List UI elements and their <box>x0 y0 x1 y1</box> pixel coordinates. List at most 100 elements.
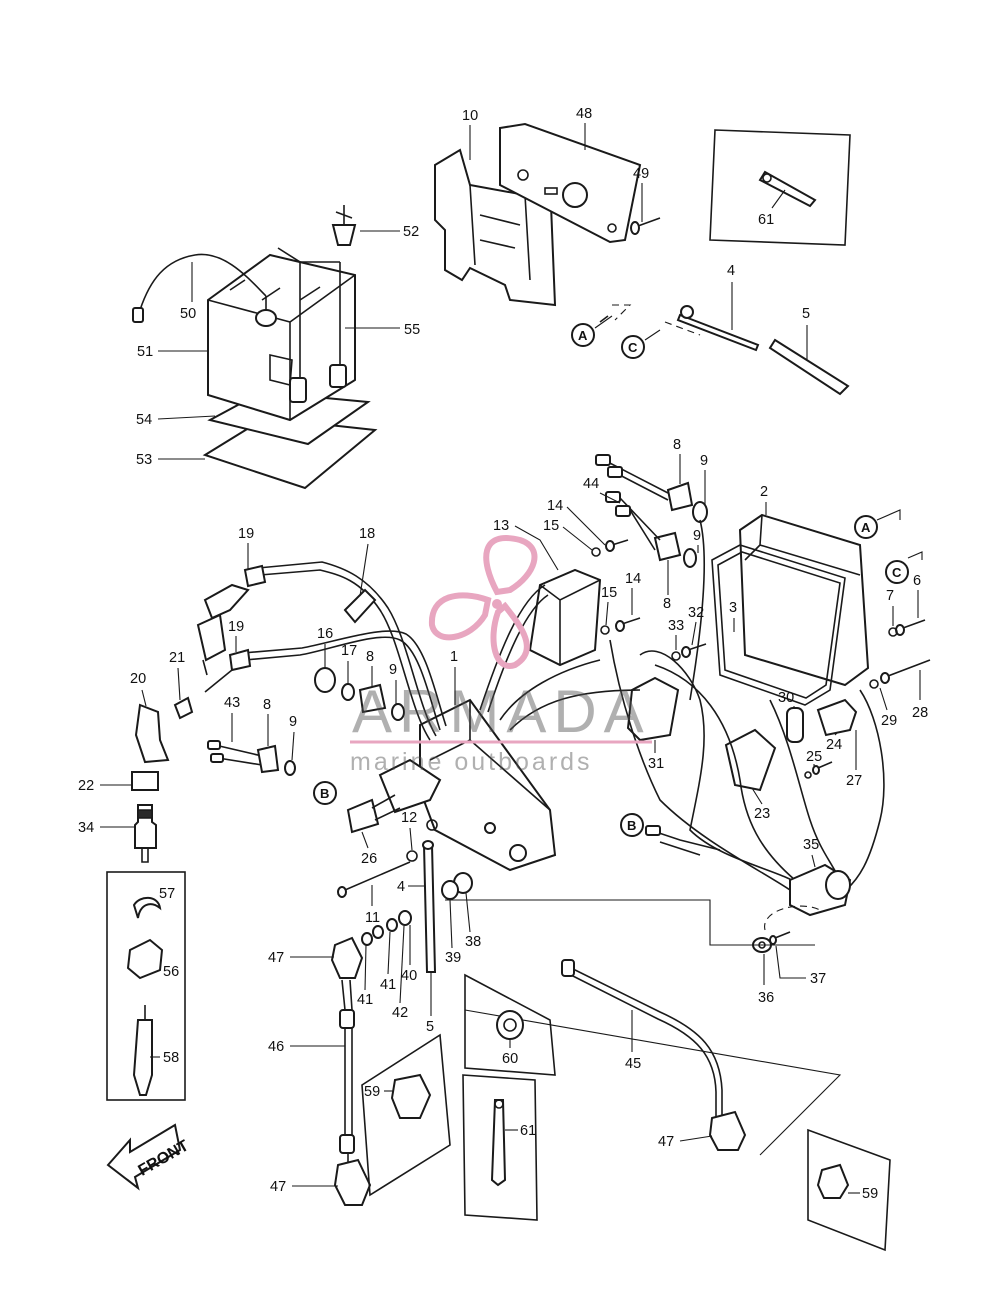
callout-9: 9 <box>700 453 708 469</box>
cap-20 <box>134 703 170 764</box>
callout-41b: 41 <box>380 977 396 993</box>
callout-15: 15 <box>543 518 559 534</box>
callout-47-a: 47 <box>268 950 284 966</box>
callout-5-low: 5 <box>426 1019 434 1035</box>
callout-45: 45 <box>625 1056 641 1072</box>
callout-8b: 8 <box>663 596 671 612</box>
callout-47-c: 47 <box>658 1134 674 1150</box>
watermark-tagline: marine outboards <box>350 748 593 776</box>
callout-18: 18 <box>359 526 375 542</box>
callout-5-top: 5 <box>802 306 810 322</box>
callout-57: 57 <box>159 886 175 902</box>
callout-61-b: 61 <box>520 1123 536 1139</box>
callout-61: 61 <box>758 212 774 228</box>
callout-33: 33 <box>668 618 684 634</box>
callouts: 10 48 49 61 52 50 51 55 54 53 4 5 8 9 2 … <box>78 106 928 1202</box>
callout-19-top: 19 <box>238 526 254 542</box>
cdi-box-2 <box>738 513 870 687</box>
callout-41a: 41 <box>357 992 373 1008</box>
callout-47-b: 47 <box>270 1179 286 1195</box>
callout-40: 40 <box>401 968 417 984</box>
front-direction-arrow: FRONT <box>106 1123 192 1191</box>
ref-marker-b: B <box>627 818 636 833</box>
lower-hardware <box>337 840 473 973</box>
callout-51: 51 <box>137 344 153 360</box>
vent-cap-52 <box>331 224 357 246</box>
callout-56: 56 <box>163 964 179 980</box>
callout-24: 24 <box>826 737 842 753</box>
callout-35: 35 <box>803 837 819 853</box>
callout-8c: 8 <box>366 649 374 665</box>
callout-30: 30 <box>778 690 794 706</box>
bracket-group <box>434 122 661 323</box>
callout-59-b: 59 <box>862 1186 878 1202</box>
callout-20: 20 <box>130 671 146 687</box>
callout-39: 39 <box>445 950 461 966</box>
callout-59-a: 59 <box>364 1084 380 1100</box>
callout-55: 55 <box>404 322 420 338</box>
callout-54: 54 <box>136 412 152 428</box>
callout-22: 22 <box>78 778 94 794</box>
callout-12: 12 <box>401 810 417 826</box>
callout-36: 36 <box>758 990 774 1006</box>
kit-box-61-top <box>709 129 851 246</box>
callout-28: 28 <box>912 705 928 721</box>
ring-22 <box>131 771 159 791</box>
left-parts <box>131 696 194 863</box>
callout-34: 34 <box>78 820 94 836</box>
kit-box-56-58 <box>106 871 186 1101</box>
battery-group <box>132 205 378 490</box>
callout-52: 52 <box>403 224 419 240</box>
callout-25: 25 <box>806 749 822 765</box>
callout-53: 53 <box>136 452 152 468</box>
callout-6: 6 <box>913 573 921 589</box>
callout-48: 48 <box>576 106 592 122</box>
callout-26: 26 <box>361 851 377 867</box>
callout-8d: 8 <box>263 697 271 713</box>
callout-2: 2 <box>760 484 768 500</box>
callout-7: 7 <box>886 588 894 604</box>
callout-10: 10 <box>462 108 478 124</box>
ref-marker-a: A <box>578 328 588 343</box>
callout-9b: 9 <box>693 528 701 544</box>
armada-watermark: ARMADA marine outboards <box>350 535 652 776</box>
bracket-10 <box>434 148 557 307</box>
callout-11: 11 <box>365 910 380 926</box>
callout-21: 21 <box>169 650 185 666</box>
plug-58 <box>132 1019 153 1096</box>
callout-8: 8 <box>673 437 681 453</box>
callout-50: 50 <box>180 306 196 322</box>
callout-14b: 14 <box>625 571 641 587</box>
callout-60: 60 <box>502 1051 518 1067</box>
callout-4-top: 4 <box>727 263 735 279</box>
ref-marker-c: C <box>892 565 902 580</box>
ref-marker-b: B <box>320 786 329 801</box>
callout-46: 46 <box>268 1039 284 1055</box>
callout-58: 58 <box>163 1050 179 1066</box>
coil-13 <box>528 568 602 667</box>
callout-32: 32 <box>688 605 704 621</box>
pins-top <box>664 305 850 396</box>
callout-37: 37 <box>810 971 826 987</box>
ignition-group <box>528 454 931 953</box>
callout-38: 38 <box>465 934 481 950</box>
clip-21 <box>173 696 194 720</box>
callout-44: 44 <box>583 476 599 492</box>
callout-17: 17 <box>341 643 357 659</box>
callout-9c: 9 <box>389 662 397 678</box>
callout-31: 31 <box>648 756 664 772</box>
callout-29: 29 <box>881 713 897 729</box>
callout-1: 1 <box>450 649 458 665</box>
callout-23: 23 <box>754 806 770 822</box>
callout-13: 13 <box>493 518 509 534</box>
callout-14: 14 <box>547 498 563 514</box>
ref-marker-c: C <box>628 340 638 355</box>
callout-49: 49 <box>633 166 649 182</box>
callout-42: 42 <box>392 1005 408 1021</box>
cap-56 <box>126 938 164 980</box>
callout-16: 16 <box>317 626 333 642</box>
watermark-brand: ARMADA <box>352 678 651 745</box>
kit-boxes-bottom <box>361 973 891 1252</box>
callout-43: 43 <box>224 695 240 711</box>
